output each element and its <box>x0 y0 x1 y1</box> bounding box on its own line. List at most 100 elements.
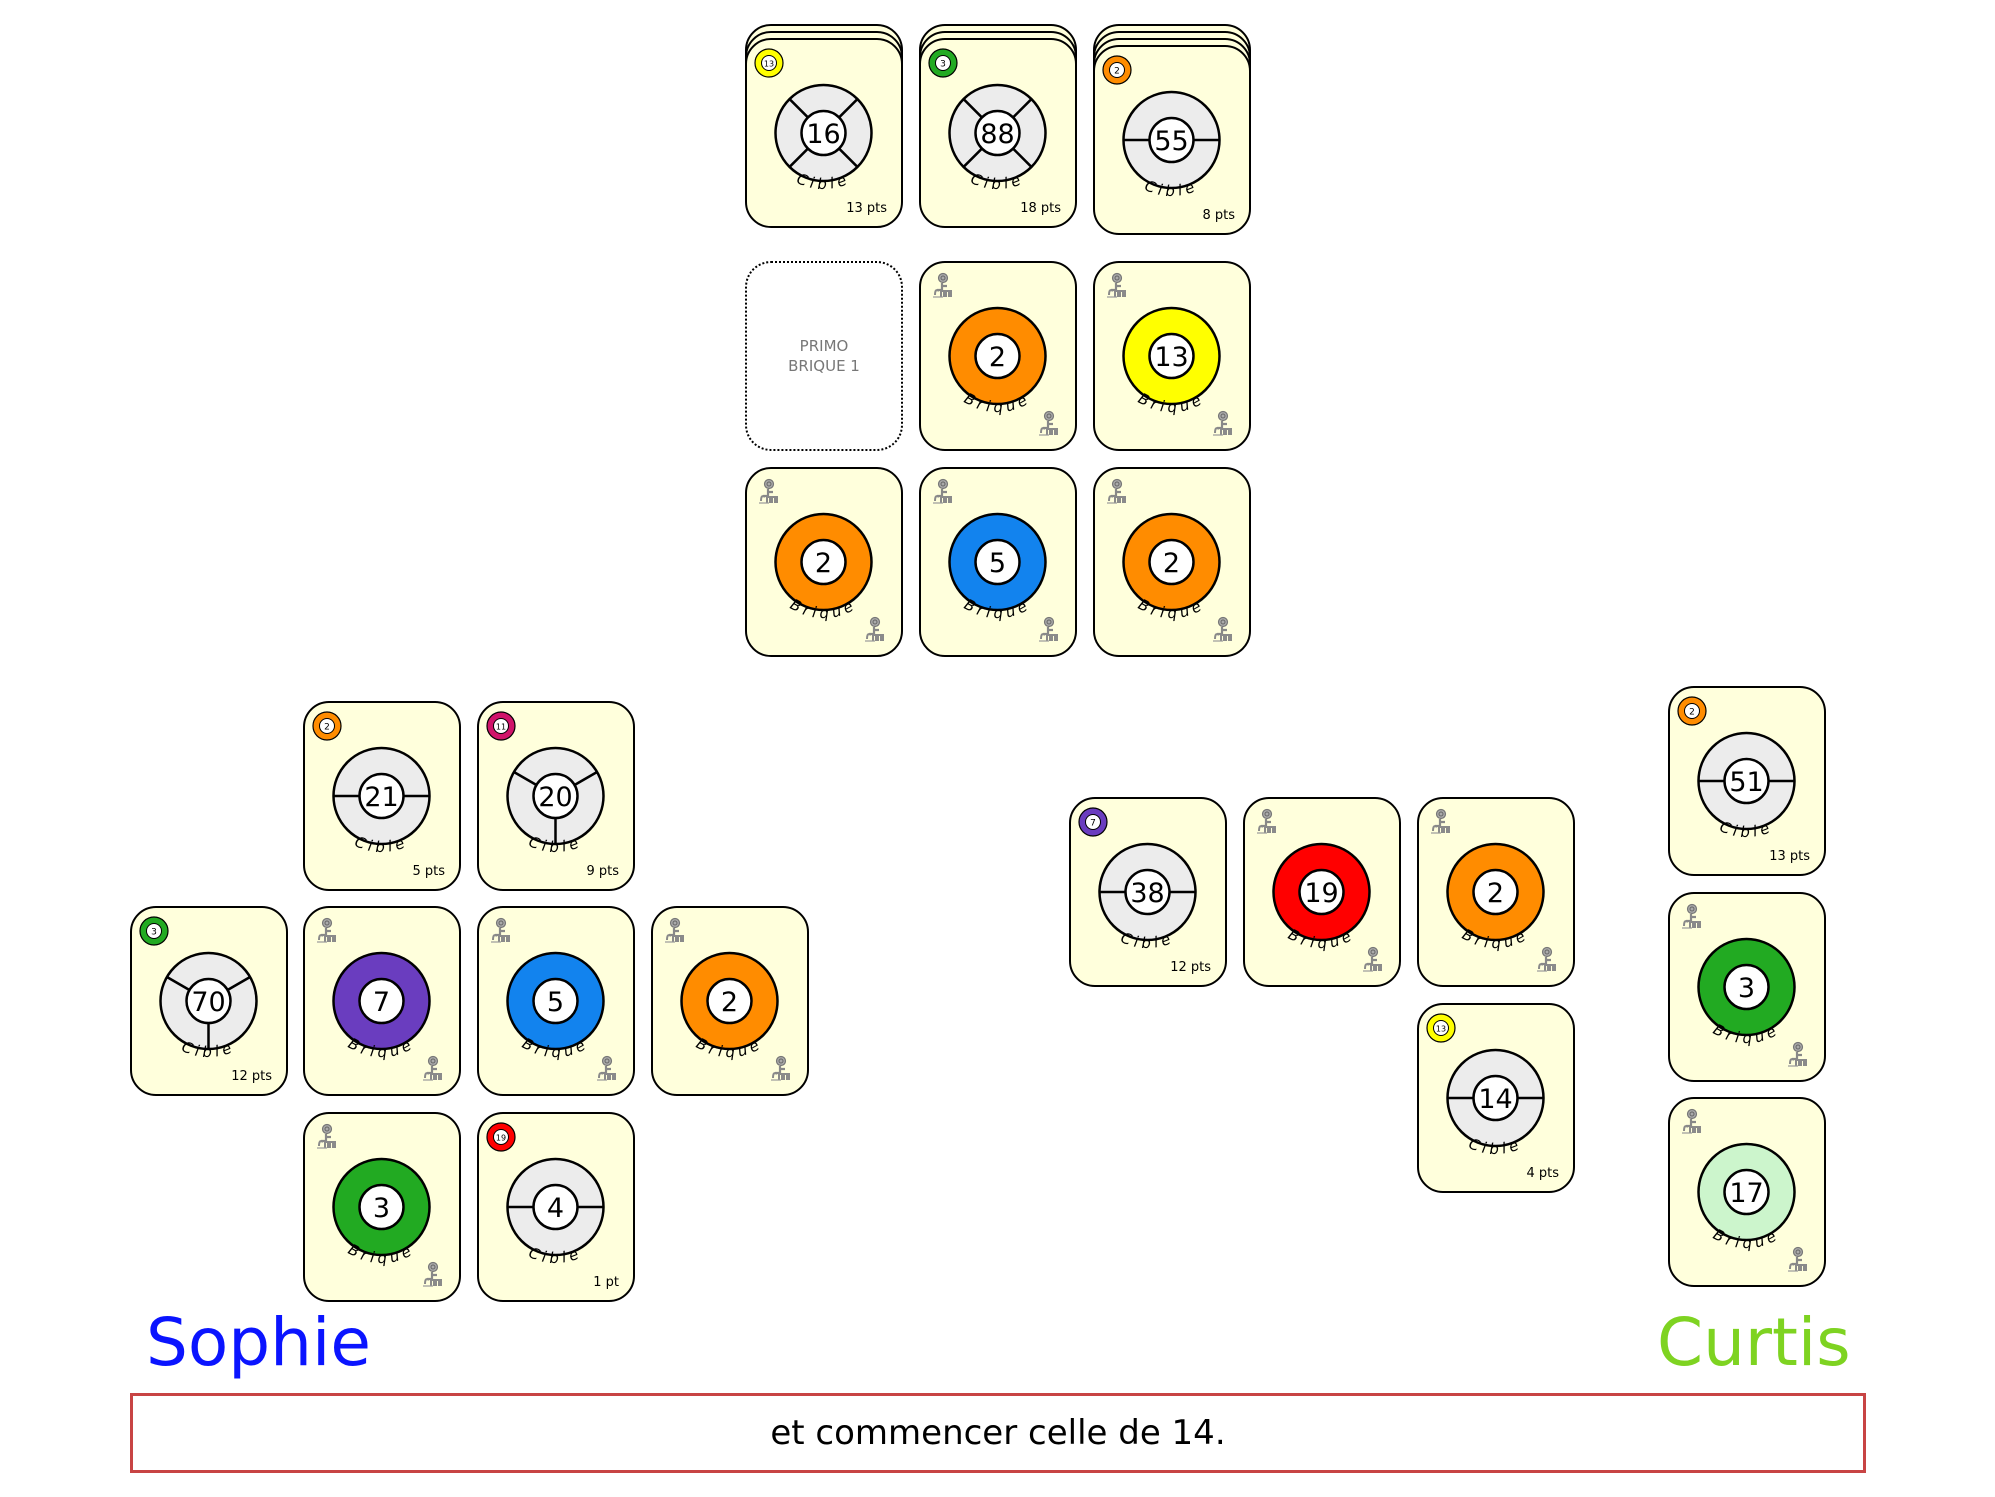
ball-badge-value: 2 <box>324 723 330 733</box>
brick-value: 2 <box>989 342 1006 373</box>
mascot-icon <box>491 917 510 943</box>
mascot-icon <box>1213 616 1232 642</box>
message-text: et commencer celle de 14. <box>770 1413 1226 1453</box>
target-points: 12 pts <box>1170 960 1211 975</box>
mascot-icon <box>317 917 336 943</box>
target-label: Cible <box>526 1243 585 1267</box>
player-name-curtis: Curtis <box>1657 1304 1851 1381</box>
mascot-icon <box>1682 903 1701 929</box>
target-label: Cible <box>794 169 853 193</box>
brick-value: 5 <box>547 987 564 1018</box>
brick-value: 3 <box>1738 973 1755 1004</box>
target-label: Cible <box>179 1037 238 1061</box>
target-value: 14 <box>1478 1084 1512 1115</box>
mascot-icon <box>1537 946 1556 972</box>
mascot-icon <box>317 1123 336 1149</box>
brick-value: 2 <box>1487 878 1504 909</box>
slot-label-line1: PRIMO <box>799 337 849 355</box>
mascot-icon <box>1107 272 1126 298</box>
ball-badge-value: 2 <box>1689 708 1695 718</box>
mascot-icon <box>1039 410 1058 436</box>
target-label: Cible <box>1118 928 1177 952</box>
target-value: 70 <box>191 987 225 1018</box>
mascot-icon <box>597 1055 616 1081</box>
mascot-icon <box>1682 1108 1701 1134</box>
target-value: 88 <box>980 119 1014 150</box>
target-points: 13 pts <box>846 201 887 216</box>
ball-badge-value: 2 <box>1114 67 1120 77</box>
mascot-icon <box>1257 808 1276 834</box>
target-points: 4 pts <box>1526 1166 1559 1181</box>
target-value: 16 <box>806 119 840 150</box>
brick-value: 5 <box>989 548 1006 579</box>
brick-value: 7 <box>373 987 390 1018</box>
ball-badge-value: 13 <box>764 60 774 69</box>
ball-badge-value: 19 <box>496 1134 506 1143</box>
ball-badge-value: 3 <box>151 928 157 938</box>
target-label: Cible <box>1466 1134 1525 1158</box>
ball-badge-value: 3 <box>940 60 946 70</box>
target-label: Cible <box>968 169 1027 193</box>
brick-value: 2 <box>1163 548 1180 579</box>
target-value: 21 <box>364 782 398 813</box>
empty-brick-slot[interactable]: PRIMO BRIQUE 1 <box>745 261 903 451</box>
ball-badge-value: 11 <box>496 723 506 732</box>
target-value: 20 <box>538 782 572 813</box>
message-bar: et commencer celle de 14. <box>130 1393 1866 1473</box>
target-label: Cible <box>1142 176 1201 200</box>
brick-value: 17 <box>1729 1178 1763 1209</box>
mascot-icon <box>865 616 884 642</box>
target-points: 8 pts <box>1202 208 1235 223</box>
brick-value: 2 <box>721 987 738 1018</box>
target-value: 51 <box>1729 767 1763 798</box>
mascot-icon <box>423 1261 442 1287</box>
target-points: 5 pts <box>412 864 445 879</box>
target-label: Cible <box>352 832 411 856</box>
target-points: 13 pts <box>1769 849 1810 864</box>
target-value: 38 <box>1130 878 1164 909</box>
mascot-icon <box>759 478 778 504</box>
target-value: 4 <box>547 1193 564 1224</box>
mascot-icon <box>1039 616 1058 642</box>
target-points: 12 pts <box>231 1069 272 1084</box>
mascot-icon <box>1788 1246 1807 1272</box>
brick-value: 3 <box>373 1193 390 1224</box>
target-points: 9 pts <box>586 864 619 879</box>
mascot-icon <box>1107 478 1126 504</box>
mascot-icon <box>1363 946 1382 972</box>
mascot-icon <box>1431 808 1450 834</box>
target-value: 55 <box>1154 126 1188 157</box>
brick-value: 13 <box>1154 342 1188 373</box>
ball-badge-value: 7 <box>1090 819 1096 829</box>
target-label: Cible <box>1717 817 1776 841</box>
mascot-icon <box>1213 410 1232 436</box>
ball-badge-value: 13 <box>1436 1025 1446 1034</box>
brick-value: 19 <box>1304 878 1338 909</box>
mascot-icon <box>423 1055 442 1081</box>
mascot-icon <box>665 917 684 943</box>
target-points: 18 pts <box>1020 201 1061 216</box>
